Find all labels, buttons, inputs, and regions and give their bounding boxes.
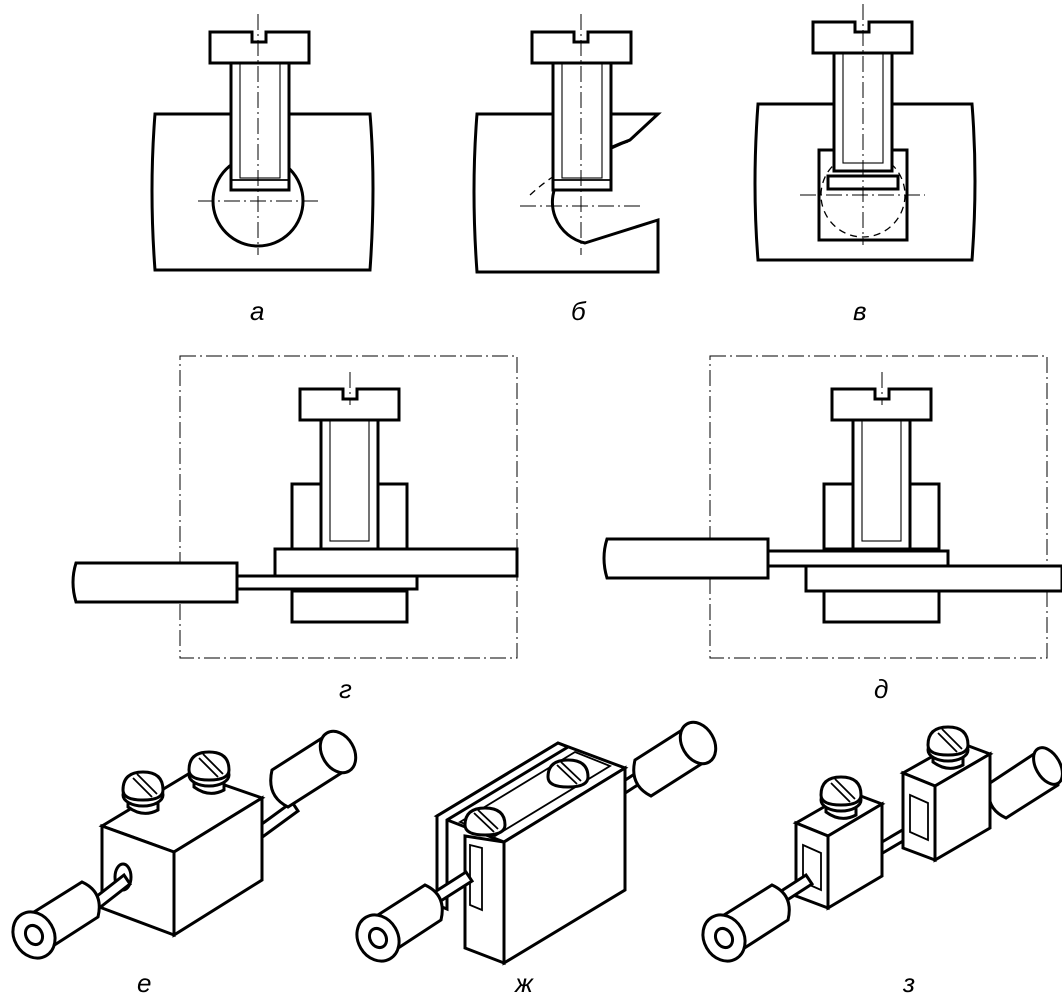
panel-zh-label: ж <box>514 968 534 998</box>
panel-zh-left-sleeve-bore <box>367 926 389 950</box>
panel-zh-block-side <box>502 765 627 966</box>
panel-g-conductor-insulation <box>71 561 239 604</box>
panel-d-lower-block <box>822 589 941 624</box>
panel-v-body-section <box>753 102 977 262</box>
panel-zh-screw-left <box>463 806 507 837</box>
panel-e-left-sleeve-bore <box>23 923 45 947</box>
panel-d-label: д <box>874 674 888 704</box>
panel-g-boundary <box>179 355 518 659</box>
panel-e-block-terminal: е <box>11 729 358 998</box>
panel-b-label: б <box>571 296 587 326</box>
panel-z-label: з <box>902 968 915 998</box>
panel-e-block-side <box>172 795 264 938</box>
panel-e-screw-right <box>187 750 231 795</box>
panel-g-conductor-core <box>235 574 419 591</box>
panel-zh-screw-right <box>546 758 590 789</box>
panel-a-socket-section: а <box>150 14 375 326</box>
panel-z-block-right <box>899 740 994 863</box>
panel-g-lower-block <box>290 589 409 624</box>
panel-zh-slotted-terminal: ж <box>355 720 718 998</box>
panel-z-right-sleeve-end <box>1032 746 1062 786</box>
panel-e-label: е <box>137 968 151 998</box>
panel-zh-thread-hole <box>469 843 483 912</box>
panel-b-open-socket-section: б <box>472 14 662 326</box>
panel-d-conductor-insulation <box>602 537 770 580</box>
panel-z-twin-block-terminal: з <box>701 725 1062 998</box>
panel-d-boundary <box>709 355 1048 659</box>
panel-b-screw-shank <box>551 61 613 192</box>
panel-z-screw-right <box>926 725 970 770</box>
panel-z-screw-left <box>819 775 863 820</box>
panel-zh-right-sleeve-end <box>678 720 718 766</box>
panel-a-screw-head <box>208 30 311 65</box>
panel-a-label: а <box>250 296 264 326</box>
panel-z-left-sleeve-bore <box>713 926 735 950</box>
panel-g-label: г <box>339 674 352 704</box>
panel-d-clamp-plate <box>804 564 1062 593</box>
panel-a-body-section <box>150 112 375 272</box>
panel-g-washer-clamp-section: г <box>71 355 519 704</box>
panel-g-clamp-plate <box>273 547 519 578</box>
panel-e-right-sleeve-end <box>318 729 358 775</box>
panel-v-label: в <box>853 296 867 326</box>
panel-d-washer-clamp-section: д <box>602 355 1062 704</box>
panel-d-conductor-core <box>766 549 950 568</box>
panel-e-screw-left <box>121 770 165 815</box>
panel-v-pressure-plate-section: в <box>753 4 977 326</box>
panel-a-screw-shank <box>229 61 291 192</box>
